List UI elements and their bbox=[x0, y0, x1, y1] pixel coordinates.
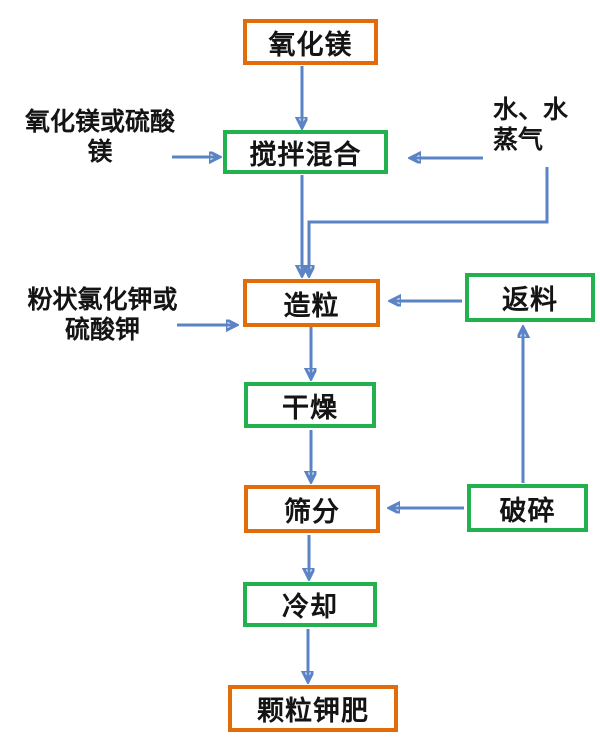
flow-box-sieve: 筛分 bbox=[244, 485, 380, 533]
label-mg-input: 氧化镁或硫酸 镁 bbox=[24, 109, 175, 166]
flow-box-cool: 冷却 bbox=[243, 582, 377, 627]
flow-box-mix: 搅拌混合 bbox=[223, 130, 388, 174]
flow-box-dry: 干燥 bbox=[244, 382, 376, 428]
label-water-input: 水、水 蒸气 bbox=[493, 97, 569, 154]
flow-box-oxide: 氧化镁 bbox=[243, 19, 378, 65]
arrow-water-to-granulate bbox=[309, 167, 549, 276]
flow-box-product: 颗粒钾肥 bbox=[228, 685, 398, 732]
label-k-input: 粉状氯化钾或 硫酸钾 bbox=[27, 287, 178, 344]
flow-box-granulate: 造粒 bbox=[243, 279, 380, 327]
flow-box-return: 返料 bbox=[465, 273, 595, 322]
flow-box-crush: 破碎 bbox=[467, 484, 588, 532]
